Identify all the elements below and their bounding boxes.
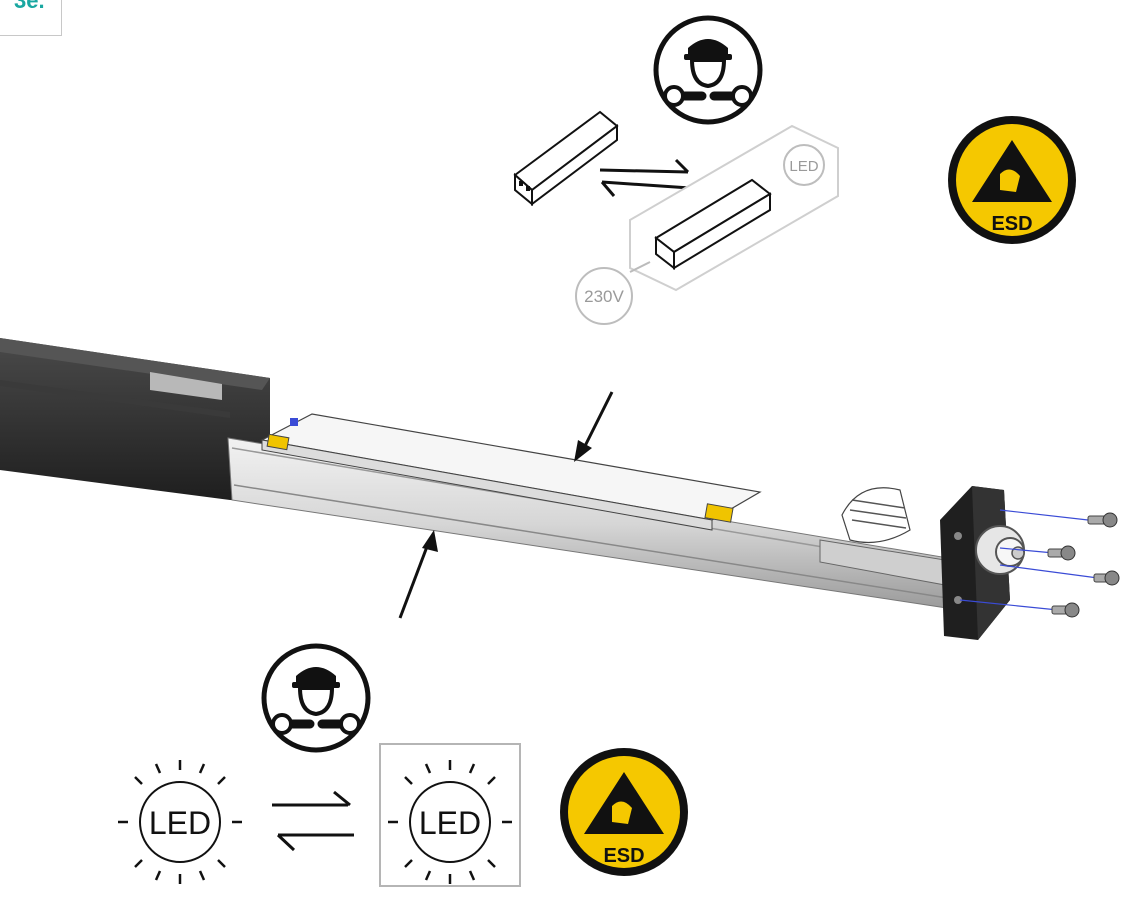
led-bulb-icon: LED [118, 760, 242, 884]
old-led-label: LED [149, 805, 211, 841]
step-number: 3e. [14, 0, 45, 13]
swap-arrows-icon [272, 790, 354, 852]
pointer-arrow-led [398, 530, 438, 619]
led-bulb-icon: LED [388, 760, 512, 884]
voltage-label: 230V [584, 287, 624, 306]
luminaire-housing [0, 338, 270, 502]
screw [1087, 512, 1118, 528]
screw [1051, 602, 1080, 618]
esd-text-top: ESD [991, 213, 1032, 235]
esd-text-bottom: ESD [603, 845, 644, 867]
swap-arrows-icon [599, 158, 691, 197]
wire-connector [841, 487, 911, 544]
led-driver [260, 413, 762, 531]
led-circle-small: LED [783, 144, 825, 186]
esd-warning-icon: ESD [560, 748, 688, 876]
driver-led-label: LED [789, 158, 818, 175]
new-led-label: LED [419, 805, 481, 841]
screw [1093, 570, 1120, 586]
step-number-tag: 3e. [0, 0, 62, 36]
screw-guides [959, 509, 1099, 611]
end-cap [940, 486, 1025, 640]
technician-icon [261, 643, 371, 753]
voltage-circle: 230V [575, 267, 633, 325]
old-driver-box [513, 110, 619, 207]
pointer-arrow-driver [574, 391, 614, 462]
screw [1047, 545, 1076, 561]
esd-warning-icon: ESD [948, 116, 1076, 244]
technician-icon [653, 15, 763, 125]
